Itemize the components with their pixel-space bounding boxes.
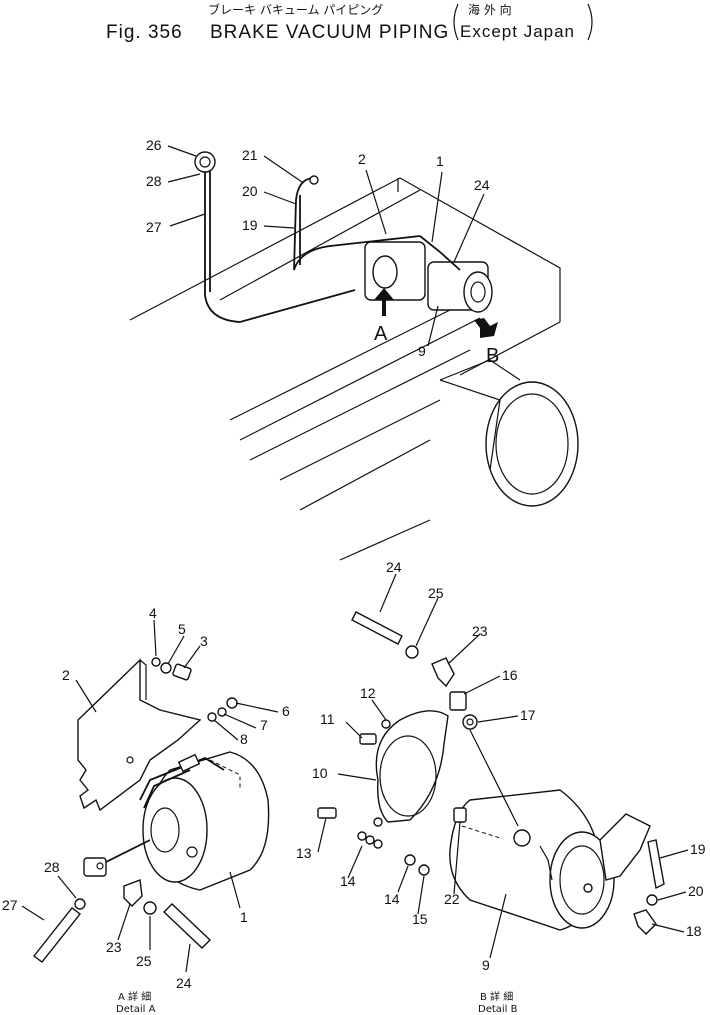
detail-a-caption-jp: A 詳 細 <box>118 990 151 1003</box>
detail-b-label-17: 17 <box>520 707 536 723</box>
detail-a-label-27: 27 <box>2 897 18 913</box>
bracket-part <box>77 658 202 812</box>
detail-a-label-2: 2 <box>62 667 70 683</box>
detail-b-label-13: 13 <box>296 845 312 861</box>
figure-number: Fig. 356 <box>106 22 183 43</box>
detail-b-label-18: 18 <box>686 923 702 939</box>
overview-assembly: A B 26 28 27 21 20 19 2 1 24 9 <box>129 137 579 561</box>
detail-b-label-11: 11 <box>320 711 335 727</box>
detail-a-label-6: 6 <box>282 703 290 719</box>
title-japanese: ブレーキ バキューム パイピング <box>208 2 383 17</box>
qualifier-english: Except Japan <box>460 22 575 41</box>
vacuum-gauge-icon <box>194 151 216 173</box>
detail-b-label-24: 24 <box>386 559 402 575</box>
hose-24-b <box>351 611 403 645</box>
detail-b-label-25: 25 <box>428 585 444 601</box>
detail-b-label-10: 10 <box>312 765 328 781</box>
detail-b-label-9: 9 <box>482 957 490 973</box>
hose-27 <box>33 907 81 963</box>
overview-label-20: 20 <box>242 183 258 199</box>
detail-b: 24 25 23 16 12 11 17 10 13 14 14 15 22 1… <box>296 559 706 1015</box>
detail-a-label-8: 8 <box>240 731 248 747</box>
plug-22 <box>453 807 467 823</box>
overview-label-1: 1 <box>436 153 444 169</box>
detail-b-label-22: 22 <box>444 891 460 907</box>
overview-label-24: 24 <box>474 177 490 193</box>
detail-a-label-25: 25 <box>136 953 152 969</box>
view-arrow-a-icon <box>374 288 394 316</box>
detail-a-label-5: 5 <box>178 621 186 637</box>
detail-b-label-20: 20 <box>688 883 704 899</box>
detail-b-label-14-washer: 14 <box>384 891 400 907</box>
detail-b-label-16: 16 <box>502 667 518 683</box>
view-marker-a: A <box>374 323 388 345</box>
overview-label-9: 9 <box>418 343 426 359</box>
hose-19 <box>647 839 665 890</box>
elbow-fitting-icon <box>123 879 143 907</box>
qualifier-japanese: 海 外 向 <box>468 2 512 17</box>
detail-a-label-28: 28 <box>44 859 60 875</box>
detail-b-label-15: 15 <box>412 911 428 927</box>
detail-a-label-3: 3 <box>200 633 208 649</box>
detail-a: 4 5 3 2 6 7 8 28 27 23 25 24 1 A 詳 細 Det… <box>2 605 290 1015</box>
elbow-fitting-18-icon <box>633 909 657 935</box>
detail-a-label-1: 1 <box>240 909 248 925</box>
detail-b-caption-jp: B 詳 細 <box>480 990 513 1003</box>
title-block: ブレーキ バキューム パイピング Fig. 356 BRAKE VACUUM P… <box>106 2 593 43</box>
title-english: BRAKE VACUUM PIPING <box>210 22 449 43</box>
drum-outline <box>485 381 579 507</box>
overview-label-28: 28 <box>146 173 162 189</box>
overview-label-27: 27 <box>146 219 162 235</box>
detail-b-caption: Detail B <box>478 1004 518 1015</box>
detail-b-label-23: 23 <box>472 623 488 639</box>
view-marker-b: B <box>486 345 499 367</box>
vacuum-tank-icon <box>142 777 208 883</box>
detail-a-label-4: 4 <box>149 605 157 621</box>
detail-a-caption: Detail A <box>116 1004 156 1015</box>
overview-label-2: 2 <box>358 151 366 167</box>
hose-24 <box>162 903 212 949</box>
overview-label-21: 21 <box>242 147 258 163</box>
detail-b-label-19: 19 <box>690 841 706 857</box>
elbow-fitting-b-icon <box>431 657 455 688</box>
detail-b-label-14: 14 <box>340 873 356 889</box>
detail-b-label-12: 12 <box>360 685 376 701</box>
fitting-16 <box>449 691 467 711</box>
view-arrow-b-icon <box>474 318 498 338</box>
overview-label-26: 26 <box>146 137 162 153</box>
detail-a-label-7: 7 <box>260 717 268 733</box>
detail-a-label-23: 23 <box>106 939 122 955</box>
overview-label-19: 19 <box>242 217 258 233</box>
cover-10 <box>375 710 449 823</box>
detail-a-label-24: 24 <box>176 975 192 991</box>
tank-port <box>513 829 531 847</box>
